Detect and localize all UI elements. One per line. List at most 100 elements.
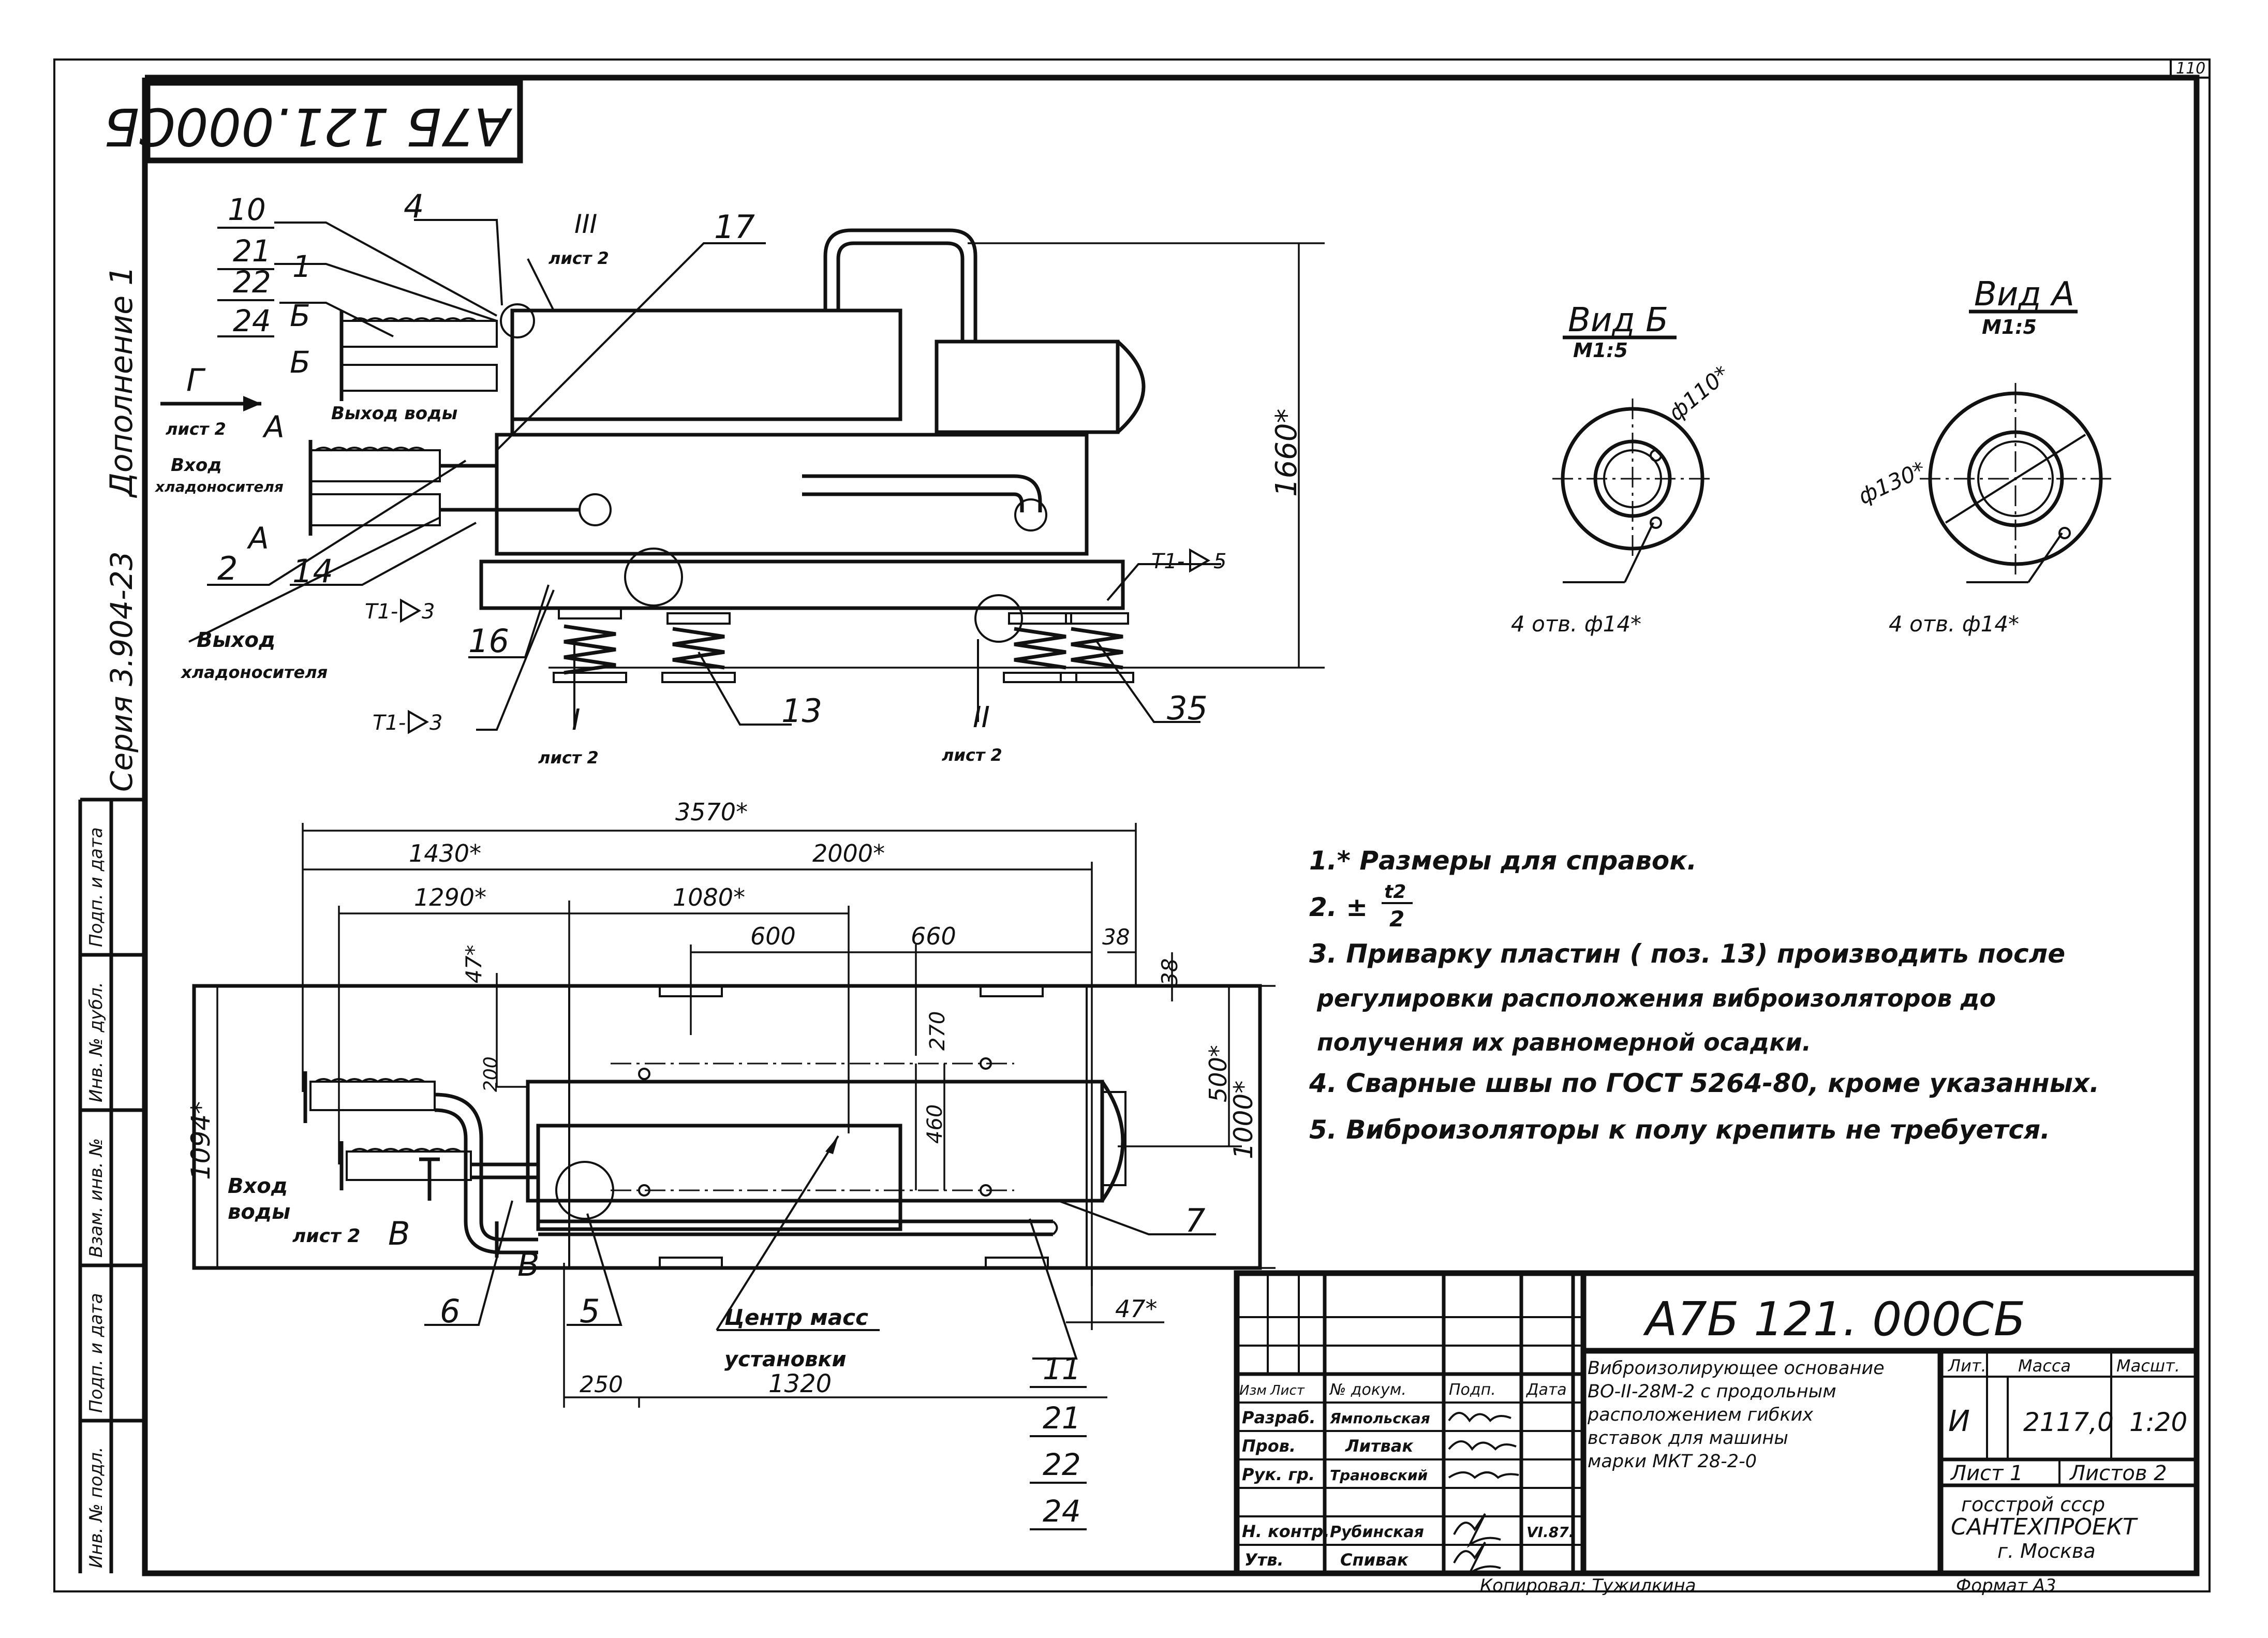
tb-head-doc: № докум. bbox=[1329, 1381, 1406, 1399]
side-cell-3: Взам. инв. № bbox=[86, 1138, 107, 1258]
tb-name-5: Спивак bbox=[1340, 1550, 1409, 1570]
elev-weld3: Т1- bbox=[1151, 550, 1184, 573]
note-3c: получения их равномерной осадки. bbox=[1317, 1028, 1811, 1056]
plan-d3570: 3570* bbox=[675, 798, 748, 826]
tb-head-date: Дата bbox=[1525, 1381, 1567, 1399]
note-2-den: 2 bbox=[1389, 906, 1404, 932]
isolator-springs bbox=[553, 607, 1134, 683]
elev-pos21: 21 bbox=[233, 233, 271, 269]
top-code-text: А7Б 121.000СБ bbox=[104, 96, 513, 157]
tb-desc-4: марки МКТ 28-2-0 bbox=[1588, 1451, 1757, 1472]
tb-org3: г. Москва bbox=[1997, 1540, 2096, 1562]
flexible-hoses bbox=[308, 311, 580, 536]
tb-lit-h: Лит. bbox=[1948, 1356, 1987, 1376]
elev-weld2-size: 3 bbox=[429, 711, 442, 735]
elev-roman1: I bbox=[572, 703, 581, 737]
elev-weld3-size: 5 bbox=[1213, 550, 1226, 573]
elev-pos4: 4 bbox=[404, 187, 424, 225]
tb-desc-3: вставок для машины bbox=[1588, 1428, 1788, 1449]
elev-weld2: Т1- bbox=[373, 711, 406, 735]
elev-a1: А bbox=[262, 409, 285, 445]
plan-sheet2: лист 2 bbox=[292, 1226, 360, 1247]
elev-pos14: 14 bbox=[292, 552, 333, 590]
tb-code: А7Б 121. 000СБ bbox=[1643, 1292, 2026, 1347]
plan-d1320: 1320 bbox=[768, 1369, 832, 1398]
view-a-title: Вид А bbox=[1974, 275, 2074, 314]
side-series: Серия 3.904-23 bbox=[104, 551, 139, 792]
view-b-scale: М1:5 bbox=[1573, 339, 1628, 362]
plan-d460: 460 bbox=[923, 1104, 947, 1144]
tb-scale: 1:20 bbox=[2129, 1407, 2187, 1437]
elev-b1: Б bbox=[290, 298, 310, 333]
elev-pos13: 13 bbox=[781, 692, 822, 730]
signatures bbox=[1448, 1412, 1519, 1576]
tb-sheet: Лист 1 bbox=[1950, 1462, 2023, 1485]
note-5: 5. Виброизоляторы к полу крепить не треб… bbox=[1309, 1115, 2050, 1145]
elev-b2: Б bbox=[290, 345, 310, 380]
plan-d1290: 1290* bbox=[414, 883, 486, 911]
plan-d38b: 38 bbox=[1157, 958, 1182, 986]
side-cell-1: Подп. и дата bbox=[86, 827, 107, 947]
elev-pos2: 2 bbox=[217, 550, 238, 587]
tb-name-1: Литвак bbox=[1345, 1436, 1414, 1456]
elev-pos35: 35 bbox=[1167, 689, 1208, 727]
elev-water-out: Выход воды bbox=[331, 403, 457, 424]
view-b-title: Вид Б bbox=[1568, 301, 1668, 340]
tb-desc-1: ВО-II-28М-2 с продольным bbox=[1588, 1381, 1836, 1402]
note-4: 4. Сварные швы по ГОСТ 5264-80, кроме ук… bbox=[1309, 1068, 2099, 1098]
elev-roman2-sheet: лист 2 bbox=[942, 745, 1002, 765]
plan-d600: 600 bbox=[750, 922, 796, 950]
plan-v1: В bbox=[388, 1215, 410, 1252]
top-code-stamp: А7Б 121.000СБ bbox=[104, 80, 523, 164]
elev-g: Г bbox=[186, 362, 206, 399]
note-2: 2. ± bbox=[1309, 892, 1368, 922]
view-a-flange bbox=[1920, 383, 2111, 583]
elev-pos1: 1 bbox=[292, 249, 312, 284]
elev-pos24: 24 bbox=[233, 303, 271, 338]
format: Формат А3 bbox=[1956, 1575, 2056, 1596]
plan-pos22: 22 bbox=[1043, 1447, 1081, 1482]
tb-role-5: Утв. bbox=[1244, 1550, 1284, 1570]
plan-d500: 500* bbox=[1204, 1045, 1232, 1102]
tb-role-4: Н. контр. bbox=[1242, 1522, 1330, 1541]
tb-scale-h: Масшт. bbox=[2116, 1356, 2180, 1376]
tb-desc-0: Виброизолирующее основание bbox=[1588, 1358, 1885, 1379]
elev-pos10: 10 bbox=[228, 192, 266, 227]
plan-d250: 250 bbox=[580, 1371, 623, 1398]
elev-height: 1660* bbox=[1270, 408, 1303, 497]
tb-desc-2: расположением гибких bbox=[1587, 1405, 1813, 1425]
tb-lit: И bbox=[1948, 1405, 1970, 1438]
view-a-scale: М1:5 bbox=[1982, 316, 2037, 338]
note-3b: регулировки расположения виброизоляторов… bbox=[1316, 984, 1996, 1012]
note-2-num: t2 bbox=[1384, 881, 1406, 903]
tb-head-list: Лист bbox=[1270, 1383, 1305, 1398]
plan-d270: 270 bbox=[926, 1011, 950, 1051]
plan-view bbox=[192, 823, 1276, 1408]
elev-roman1-sheet: лист 2 bbox=[538, 748, 599, 768]
view-a-diameter: ф130* bbox=[1855, 456, 1930, 509]
elev-weld1-size: 3 bbox=[422, 600, 435, 624]
tb-role-2: Рук. гр. bbox=[1242, 1465, 1315, 1484]
tb-head-sign: Подп. bbox=[1449, 1381, 1496, 1399]
tb-head-izm: Изм bbox=[1239, 1383, 1267, 1398]
tb-org1: госстрой ссср bbox=[1961, 1493, 2105, 1516]
note-1: 1.* Размеры для справок. bbox=[1309, 846, 1697, 876]
elev-g-sheet: лист 2 bbox=[166, 419, 226, 439]
side-column bbox=[78, 798, 145, 1573]
view-b-diameter: ф110* bbox=[1664, 361, 1735, 426]
tb-role-0: Разраб. bbox=[1242, 1408, 1316, 1427]
elev-pos22: 22 bbox=[233, 264, 271, 300]
plan-d1094: 1094* bbox=[186, 1101, 216, 1180]
plan-cm2: установки bbox=[724, 1348, 847, 1371]
title-block bbox=[1234, 1270, 2197, 1573]
elev-roman2: II bbox=[973, 701, 990, 734]
tb-mass-h: Масса bbox=[2018, 1356, 2071, 1376]
tb-mass: 2117,0 bbox=[2023, 1407, 2114, 1437]
elev-pos16: 16 bbox=[468, 622, 509, 660]
frame bbox=[53, 58, 2211, 1592]
tb-sheets: Листов 2 bbox=[2069, 1462, 2167, 1485]
elev-coolant-in-2: хладоносителя bbox=[154, 478, 284, 495]
elev-weld1: Т1- bbox=[365, 600, 398, 624]
view-a-holes: 4 отв. ф14* bbox=[1889, 611, 2019, 637]
